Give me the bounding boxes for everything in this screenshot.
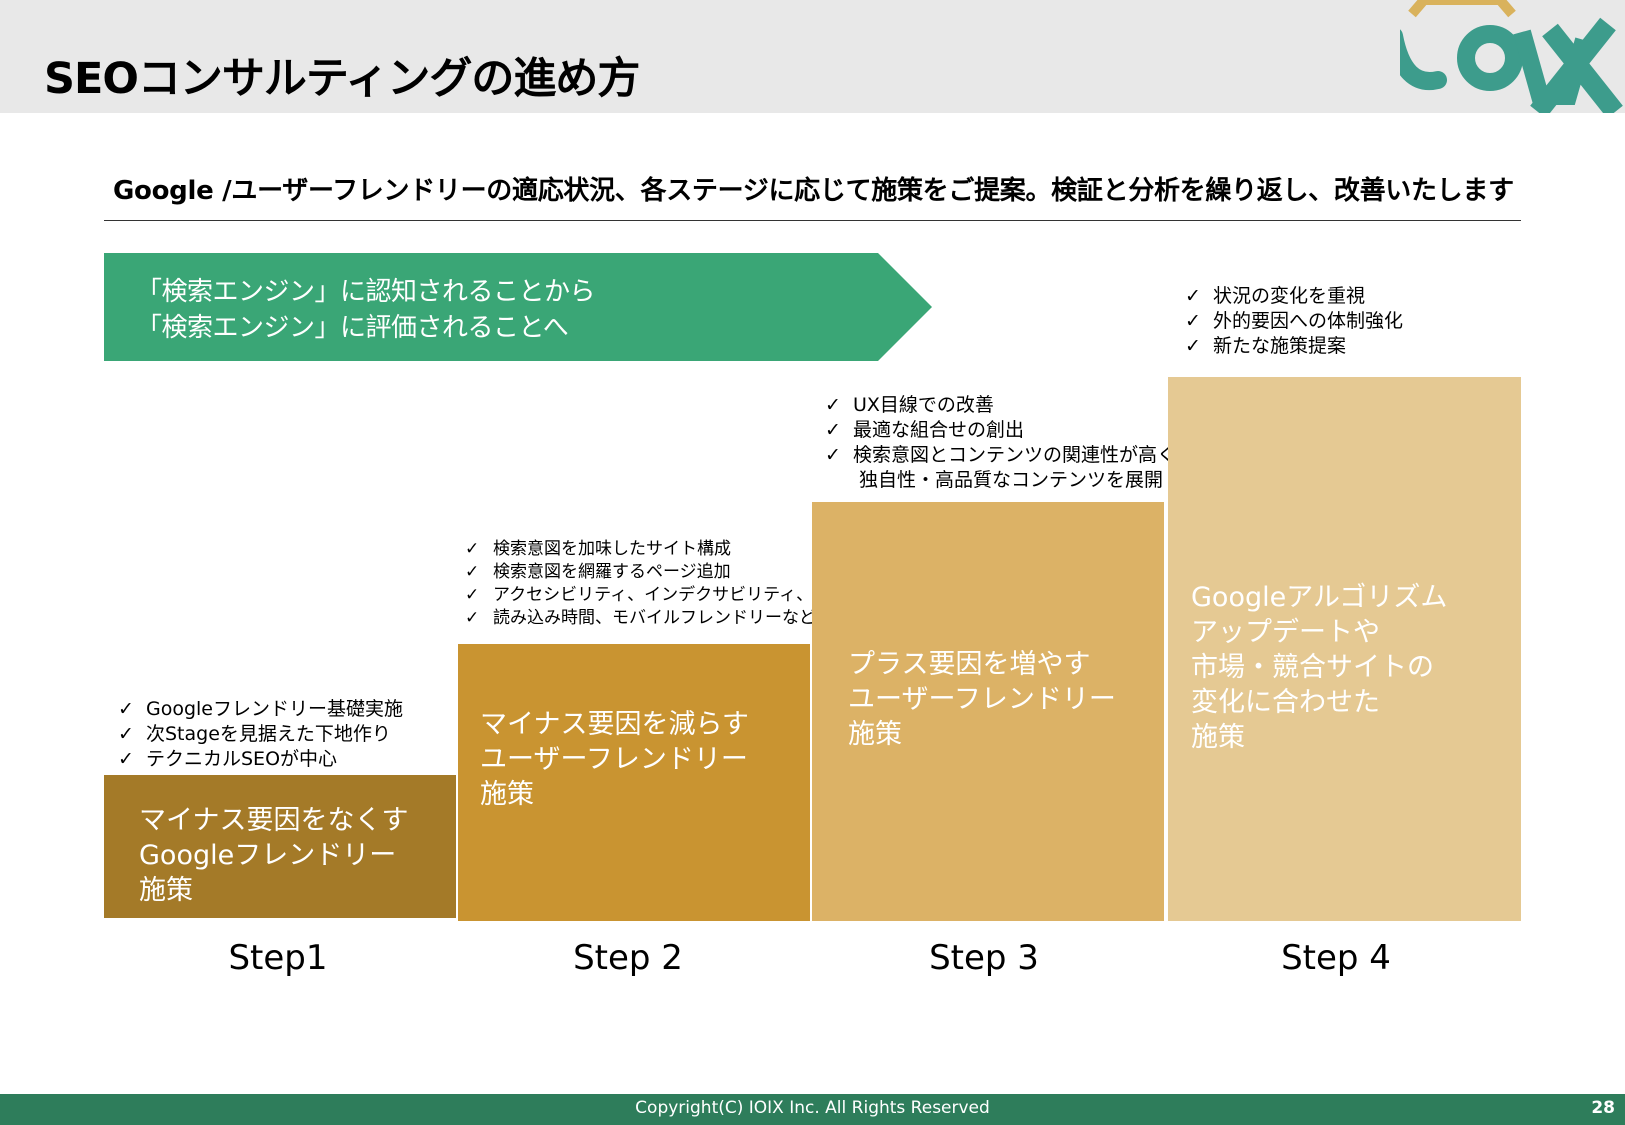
check-icon: ✓ xyxy=(465,608,480,628)
check-icon: ✓ xyxy=(825,394,841,416)
checklist-item: ✓検索意図を加味したサイト構成 xyxy=(465,539,731,559)
step4-block-line: アップデートや xyxy=(1191,617,1380,648)
step3-block-line: 施策 xyxy=(848,719,902,750)
check-icon: ✓ xyxy=(1185,335,1201,357)
subtitle: Google /ユーザーフレンドリーの適応状況、各ステージに応じて施策をご提案。… xyxy=(113,176,1514,206)
checklist-item: ✓最適な組合せの創出 xyxy=(825,419,1025,441)
step1-block-line: 施策 xyxy=(139,875,193,906)
check-icon: ✓ xyxy=(1185,310,1201,332)
page-number: 28 xyxy=(1591,1098,1615,1118)
checklist-continuation: 独自性・高品質なコンテンツを展開 xyxy=(859,469,1164,491)
checklist-item: ✓UX目線での改善 xyxy=(825,394,994,416)
step3-block-text: プラス要因を増やす ユーザーフレンドリー 施策 xyxy=(848,647,1116,752)
step4-block xyxy=(1168,377,1521,921)
step1-block xyxy=(104,775,456,918)
check-icon: ✓ xyxy=(465,539,480,559)
check-icon: ✓ xyxy=(465,585,480,605)
step1-label: Step1 xyxy=(228,938,328,978)
checklist-item: ✓テクニカルSEOが中心 xyxy=(118,748,338,770)
step2-block-line: マイナス要因を減らす xyxy=(480,709,749,740)
checklist-item: ✓アクセシビリティ、インデクサビリティ、速度、 xyxy=(465,585,865,605)
banner-line-1: 「検索エンジン」に認知されることから xyxy=(136,277,596,307)
check-icon: ✓ xyxy=(1185,285,1201,307)
step3-block xyxy=(812,502,1164,921)
step1-block-text: マイナス要因をなくす Googleフレンドリー 施策 xyxy=(139,803,408,908)
check-icon: ✓ xyxy=(465,562,480,582)
step1-block-line: マイナス要因をなくす xyxy=(139,805,409,836)
ioix-logo xyxy=(1400,0,1623,113)
check-icon: ✓ xyxy=(118,698,134,720)
step4-block-line: Googleアルゴリズム xyxy=(1191,582,1448,613)
step2-checklist: ✓検索意図を加味したサイト構成 ✓検索意図を網羅するページ追加 ✓アクセシビリテ… xyxy=(465,538,864,630)
checklist-item: ✓新たな施策提案 xyxy=(1185,335,1347,357)
header-bar: SEOコンサルティングの進め方 xyxy=(0,0,1625,113)
step3-label: Step 3 xyxy=(929,938,1039,978)
copyright-text: Copyright(C) IOIX Inc. All Rights Reserv… xyxy=(635,1098,990,1118)
step2-block xyxy=(458,644,810,921)
step3-block-line: プラス要因を増やす xyxy=(848,649,1091,680)
step1-checklist: ✓Googleフレンドリー基礎実施 ✓次Stageを見据えた下地作り ✓テクニカ… xyxy=(118,697,403,772)
checklist-item: ✓状況の変化を重視 xyxy=(1185,285,1366,307)
checklist-item: ✓読み込み時間、モバイルフレンドリーなど xyxy=(465,608,816,628)
step2-block-line: 施策 xyxy=(480,779,534,810)
step2-block-text: マイナス要因を減らす ユーザーフレンドリー 施策 xyxy=(480,707,749,812)
checklist-item: ✓次Stageを見据えた下地作り xyxy=(118,723,391,745)
footer-bar: Copyright(C) IOIX Inc. All Rights Reserv… xyxy=(0,1094,1625,1125)
step4-block-text: Googleアルゴリズム アップデートや 市場・競合サイトの 変化に合わせた 施… xyxy=(1191,580,1447,755)
step4-label: Step 4 xyxy=(1281,938,1391,978)
checklist-item: ✓外的要因への体制強化 xyxy=(1185,310,1404,332)
check-icon: ✓ xyxy=(825,419,841,441)
banner-arrow xyxy=(104,253,932,361)
step4-block-line: 変化に合わせた xyxy=(1191,687,1380,718)
check-icon: ✓ xyxy=(118,723,134,745)
step4-block-line: 市場・競合サイトの xyxy=(1191,652,1434,683)
checklist-item: ✓Googleフレンドリー基礎実施 xyxy=(118,698,404,720)
check-icon: ✓ xyxy=(825,444,841,466)
banner-line-2: 「検索エンジン」に評価されることへ xyxy=(136,313,569,343)
step4-checklist: ✓状況の変化を重視 ✓外的要因への体制強化 ✓新たな施策提案 xyxy=(1185,284,1403,359)
check-icon: ✓ xyxy=(118,748,134,770)
step2-label: Step 2 xyxy=(573,938,683,978)
step4-block-line: 施策 xyxy=(1191,722,1245,753)
checklist-item: ✓検索意図を網羅するページ追加 xyxy=(465,562,731,582)
step3-block-line: ユーザーフレンドリー xyxy=(848,684,1116,715)
step1-block-line: Googleフレンドリー xyxy=(139,840,397,871)
step2-block-line: ユーザーフレンドリー xyxy=(480,744,748,775)
subtitle-divider xyxy=(104,220,1521,221)
checklist-item: ✓検索意図とコンテンツの関連性が高く、 xyxy=(825,444,1196,466)
page-title: SEOコンサルティングの進め方 xyxy=(44,54,640,104)
step3-checklist: ✓UX目線での改善 ✓最適な組合せの創出 ✓検索意図とコンテンツの関連性が高く、… xyxy=(825,393,1195,493)
